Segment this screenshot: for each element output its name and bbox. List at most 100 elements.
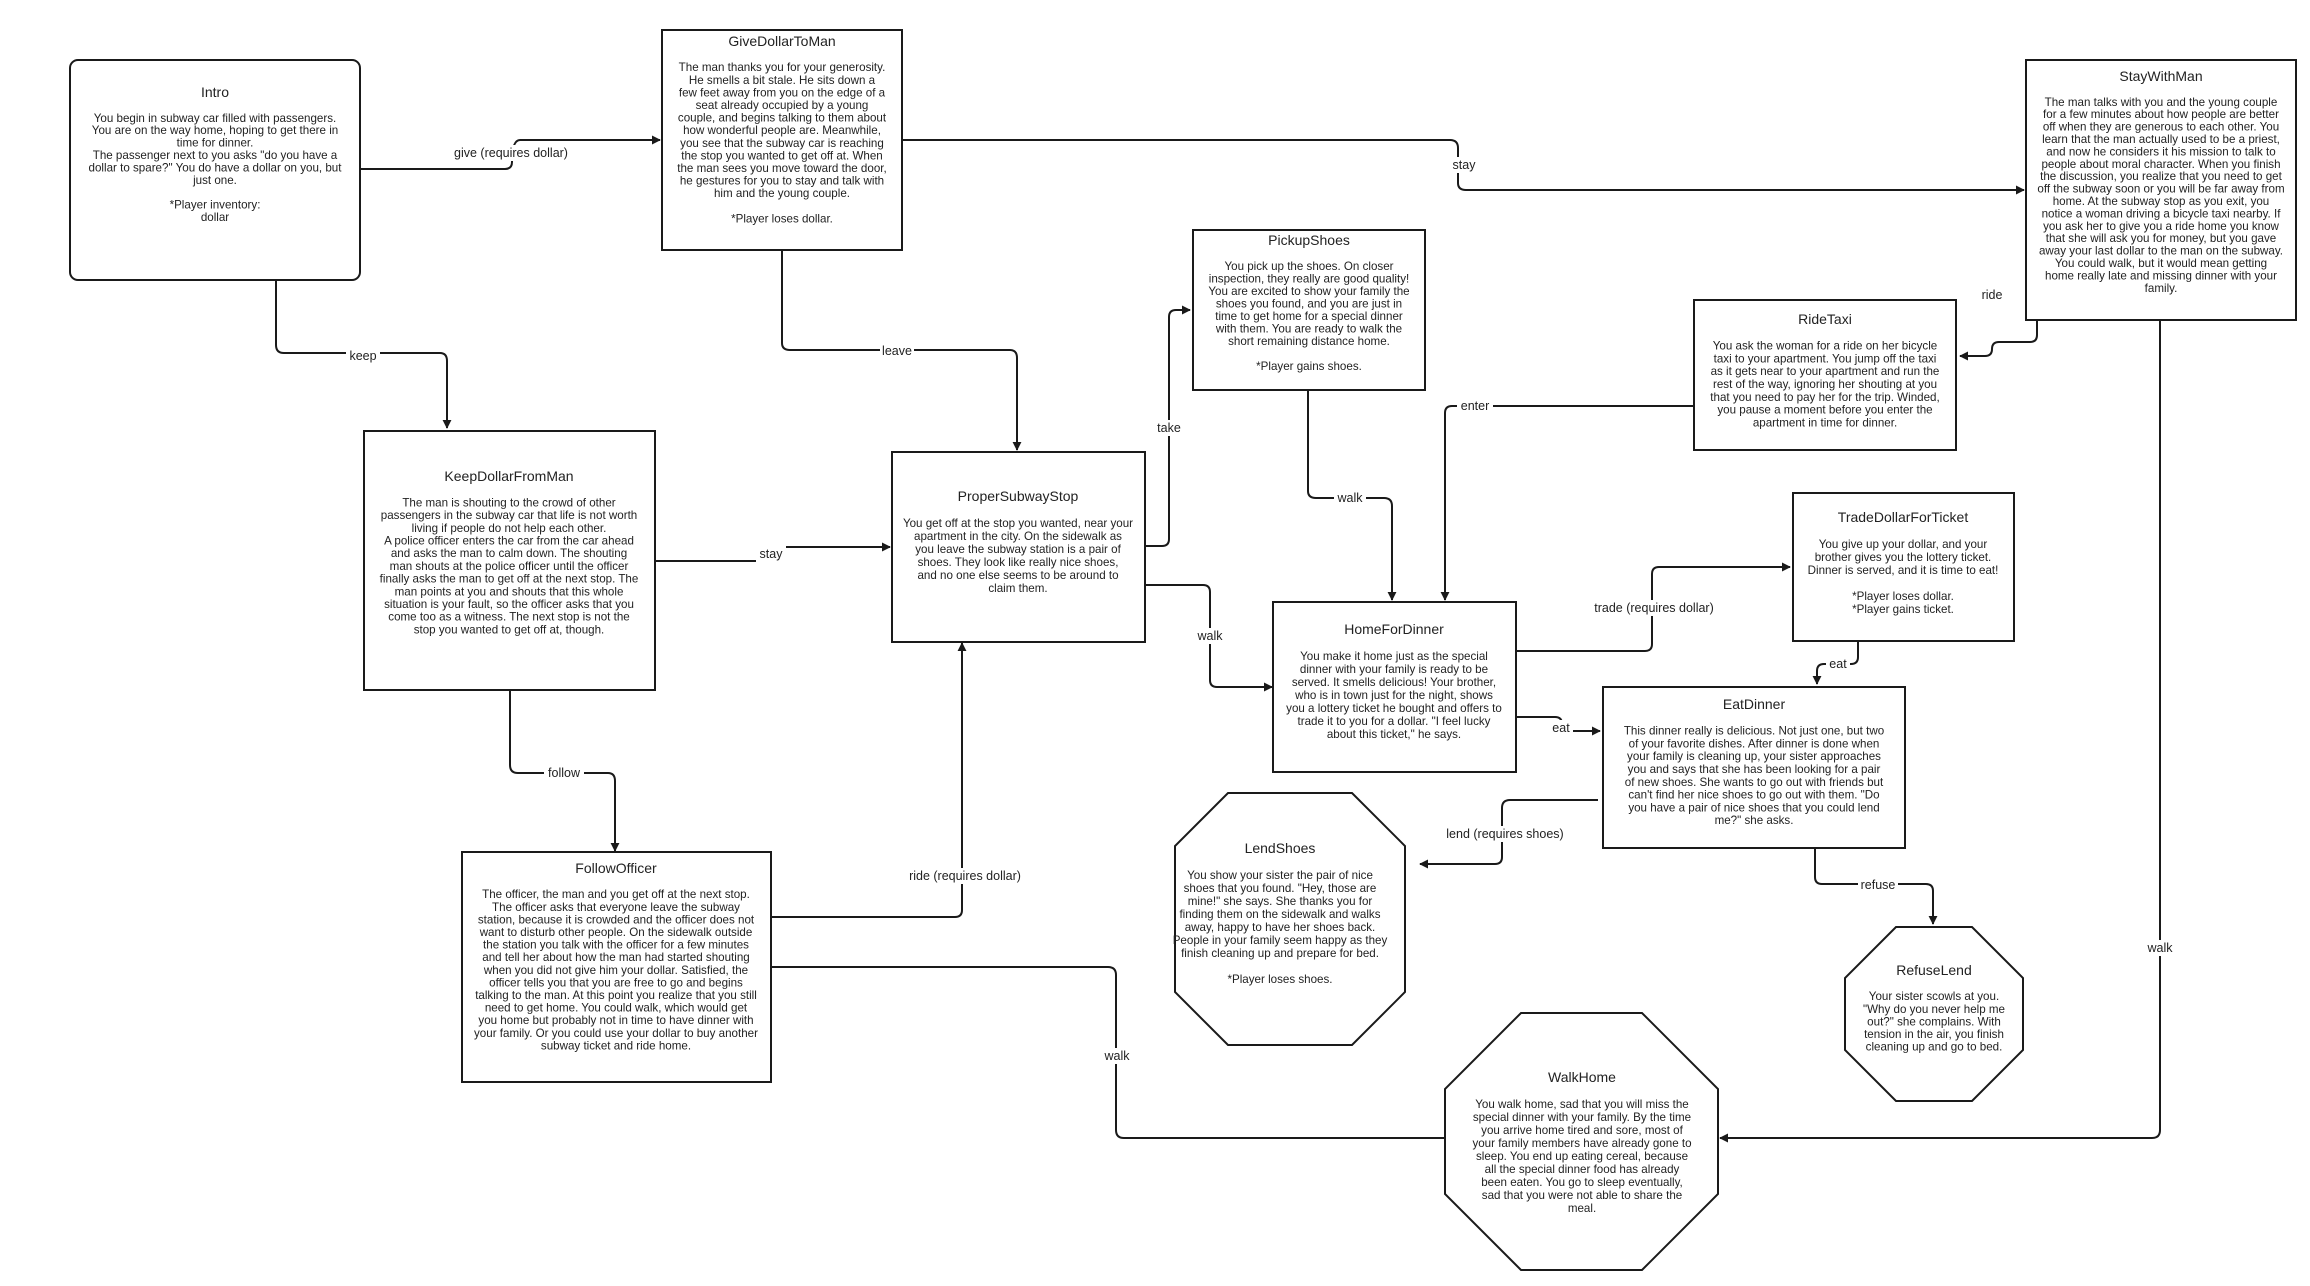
node-text-line: few feet away from you on the edge of a: [679, 86, 886, 99]
node-text-line: me?" she asks.: [1715, 814, 1794, 827]
node-keep-dollar-from-man[interactable]: KeepDollarFromMan The man is shouting to…: [363, 430, 656, 691]
edge-label-walk-staywith: walk: [2146, 941, 2173, 955]
node-text-line: special dinner with your family. By the …: [1473, 1111, 1691, 1124]
node-text-line: claim them.: [988, 582, 1047, 595]
node-text-line: sad that you were not able to share the: [1482, 1189, 1682, 1202]
node-text-line: the discussion, you realize that you nee…: [2040, 170, 2282, 183]
node-home-for-dinner[interactable]: HomeForDinner You make it home just as t…: [1272, 601, 1517, 773]
edge-staywith-walkhome: [1719, 320, 2161, 1143]
node-text-line: You are on the way home, hoping to get t…: [92, 124, 338, 137]
node-text-line: passengers in the subway car that life i…: [381, 509, 637, 522]
edge-follow-proper: [771, 642, 967, 918]
edge-label-stay-keep: stay: [760, 547, 784, 561]
node-text-line: officer tells you that you are free to g…: [489, 976, 743, 989]
node-text-line: trade it to you for a dollar. "I feel lu…: [1298, 715, 1491, 728]
node-keep-body: The man is shouting to the crowd of othe…: [380, 496, 639, 636]
node-eat-dinner[interactable]: EatDinner This dinner really is deliciou…: [1602, 686, 1906, 849]
node-lend-title: LendShoes: [1245, 840, 1316, 856]
node-text-line: family.: [2145, 282, 2178, 295]
node-text-line: *Player gains shoes.: [1256, 360, 1362, 373]
node-text-line: all the special dinner food has already: [1485, 1163, 1680, 1176]
node-text-line: This dinner really is delicious. Not jus…: [1624, 725, 1884, 738]
node-lend-shoes[interactable]: LendShoes You show your sister the pair …: [1173, 792, 1406, 1046]
node-intro[interactable]: Intro You begin in subway car filled wit…: [69, 59, 361, 281]
node-text-line: stop you wanted to get off at, though.: [414, 623, 605, 636]
node-text-line: the station you talk with the officer fo…: [483, 939, 749, 952]
node-pickup-shoes[interactable]: PickupShoes You pick up the shoes. On cl…: [1192, 229, 1426, 391]
node-proper-subway-stop[interactable]: ProperSubwayStop You get off at the stop…: [891, 451, 1146, 643]
node-refuse-lend[interactable]: RefuseLend Your sister scowls at you."Wh…: [1844, 926, 2024, 1102]
node-proper-body: You get off at the stop you wanted, near…: [903, 517, 1133, 595]
node-follow-officer[interactable]: FollowOfficer The officer, the man and y…: [461, 851, 772, 1083]
node-text-line: as it gets near to your apartment and ru…: [1711, 365, 1940, 378]
node-keep-title: KeepDollarFromMan: [444, 468, 573, 484]
node-text-line: meal.: [1568, 1202, 1596, 1215]
node-text-line: been eaten. You go to sleep eventually,: [1481, 1176, 1683, 1189]
node-follow-body: The officer, the man and you get off at …: [474, 888, 758, 1052]
edge-label-leave: leave: [882, 344, 912, 358]
node-refuse-body: Your sister scowls at you."Why do you ne…: [1863, 990, 2005, 1053]
node-walkhome-body: You walk home, sad that you will miss th…: [1472, 1098, 1691, 1215]
node-text-line: The officer, the man and you get off at …: [482, 888, 750, 901]
node-walk-home[interactable]: WalkHome You walk home, sad that you wil…: [1444, 1012, 1719, 1271]
node-text-line: finally asks the man to get off at the n…: [380, 573, 639, 586]
node-text-line: you home but probably not in time to hav…: [478, 1014, 753, 1027]
node-text-line: people about moral character. When you f…: [2041, 158, 2280, 171]
node-text-line: he gestures for you to stay and talk wit…: [680, 175, 884, 188]
node-text-line: dollar to spare?" You do have a dollar o…: [89, 161, 343, 174]
node-trade-dollar-for-ticket[interactable]: TradeDollarForTicket You give up your do…: [1792, 492, 2015, 642]
node-text-line: finding them on the sidewalk and walks: [1179, 908, 1380, 921]
node-text-line: you see that the subway car is reaching: [680, 137, 884, 150]
node-home-title: HomeForDinner: [1344, 621, 1444, 637]
node-text-line: mine!" she says. She thanks you for: [1188, 895, 1373, 908]
node-text-line: apartment in the city. On the sidewalk a…: [914, 530, 1122, 543]
node-text-line: short remaining distance home.: [1228, 335, 1390, 348]
node-eat-body: This dinner really is delicious. Not jus…: [1624, 725, 1884, 828]
node-ridetaxi-body: You ask the woman for a ride on her bicy…: [1710, 340, 1939, 430]
node-text-line: People in your family seem happy as they: [1173, 934, 1388, 947]
node-give-dollar-to-man[interactable]: GiveDollarToMan The man thanks you for y…: [661, 29, 903, 251]
node-text-line: away, happy to have her shoes back.: [1185, 921, 1376, 934]
node-text-line: with them. You are ready to walk the: [1215, 323, 1402, 336]
node-text-line: you leave the subway station is a pair o…: [915, 543, 1121, 556]
node-text-line: of new shoes. She wants to go out with f…: [1625, 776, 1884, 789]
edge-label-keep: keep: [349, 349, 376, 363]
node-text-line: just one.: [192, 174, 237, 187]
node-text-line: *Player loses shoes.: [1227, 973, 1332, 986]
node-text-line: your family. Or you could use your dolla…: [474, 1027, 758, 1040]
node-text-line: shoes you found, and you are just in: [1216, 298, 1402, 311]
edge-label-stay-give: stay: [1453, 158, 1477, 172]
node-stay-with-man[interactable]: StayWithMan The man talks with you and t…: [2025, 59, 2297, 321]
node-text-line: situation is your fault, so the officer …: [384, 598, 634, 611]
node-text-line: home. At the subway stop as you exit, yo…: [2053, 195, 2270, 208]
edge-label-lend: lend (requires shoes): [1446, 827, 1563, 841]
node-text-line: The officer asks that everyone leave the…: [492, 901, 740, 914]
node-text-line: you ask her to give you a ride home you …: [2043, 220, 2279, 233]
node-text-line: You could walk, but it would mean gettin…: [2055, 257, 2267, 270]
node-text-line: man shouts at the police officer until t…: [390, 560, 629, 573]
node-text-line: *Player loses dollar.: [731, 212, 833, 225]
node-text-line: Your sister scowls at you.: [1869, 990, 1999, 1003]
node-text-line: you have a pair of nice shoes that you c…: [1628, 801, 1879, 814]
node-text-line: you arrive home tired and sore, most of: [1481, 1124, 1683, 1137]
node-text-line: off the subway soon or you will be far a…: [2037, 183, 2284, 196]
node-text-line: He smells a bit stale. He sits down a: [689, 74, 876, 87]
node-eat-title: EatDinner: [1723, 696, 1786, 712]
node-text-line: sleep. You end up eating cereal, because: [1476, 1150, 1688, 1163]
node-trade-title: TradeDollarForTicket: [1838, 509, 1969, 525]
node-text-line: away your last dollar to the man on the …: [2039, 245, 2283, 258]
node-text-line: when you did not give him your dollar. S…: [483, 964, 748, 977]
node-text-line: and tell her about how the man had start…: [482, 951, 749, 964]
node-follow-title: FollowOfficer: [575, 860, 657, 876]
node-text-line: The passenger next to you asks "do you h…: [93, 149, 338, 162]
node-text-line: come too as a witness. The next stop is …: [388, 611, 629, 624]
node-ride-taxi[interactable]: RideTaxi You ask the woman for a ride on…: [1693, 299, 1957, 451]
node-text-line: shoes that you found. "Hey, those are: [1184, 882, 1377, 895]
node-text-line: You make it home just as the special: [1300, 650, 1488, 663]
node-text-line: finish cleaning up and prepare for bed.: [1181, 947, 1379, 960]
node-text-line: *Player gains ticket.: [1852, 603, 1954, 616]
node-text-line: inspection, they really are good quality…: [1209, 273, 1409, 286]
